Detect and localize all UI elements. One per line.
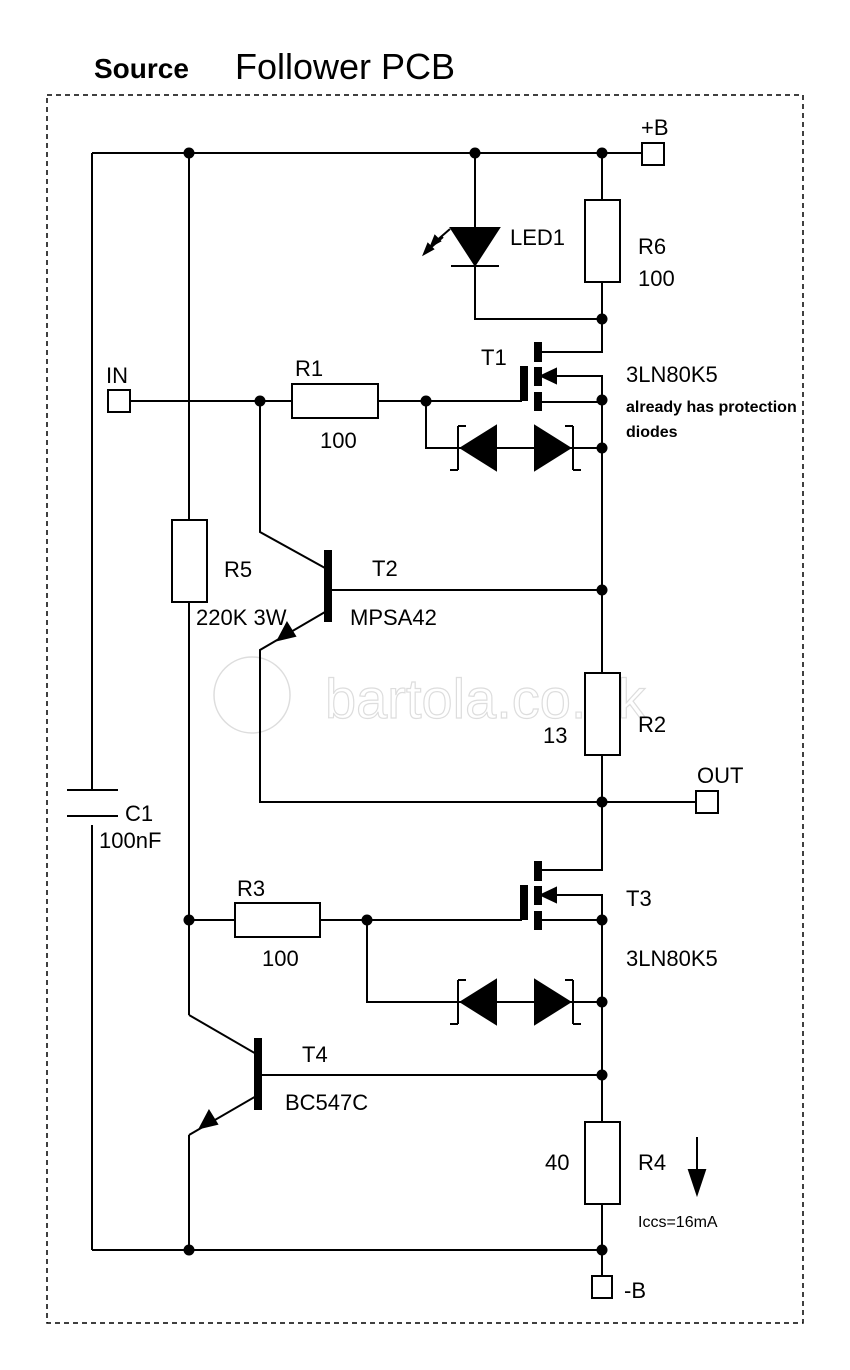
minus-b-terminal [591,1275,613,1299]
in-terminal [107,389,131,413]
led1-label: LED1 [510,225,565,250]
t3-mosfet [520,861,557,930]
c1-value: 100nF [99,828,161,853]
t4-part: BC547C [285,1090,368,1115]
junction-dots [183,147,608,1256]
current-note: Iccs=16mA [638,1214,718,1231]
c1-capacitor [67,789,118,817]
r2-resistor [584,672,621,756]
t1-note-line2: diodes [626,424,678,441]
r5-label: R5 [224,557,252,582]
t1-note-line1: already has protection [626,399,797,416]
out-terminal [695,790,719,814]
current-arrow-icon [687,1169,707,1198]
t1-protection-diodes [450,424,581,472]
r6-resistor [584,199,621,283]
r1-resistor [291,383,379,419]
r2-value: 13 [543,723,567,748]
watermark: bartola.co.uk [213,656,647,734]
r3-resistor [234,902,321,938]
r2-label: R2 [638,712,666,737]
r4-resistor [584,1121,621,1205]
minus-b-label: -B [624,1278,646,1303]
title-prefix: Source [94,53,189,84]
c1-label: C1 [125,801,153,826]
out-label: OUT [697,763,743,788]
t3-label: T3 [626,886,652,911]
t2-label: T2 [372,556,398,581]
in-label: IN [106,363,128,388]
r6-label: R6 [638,234,666,259]
r5-resistor [171,519,208,603]
led1-symbol [422,227,501,267]
t1-mosfet [520,342,557,411]
plus-b-label: +B [641,115,669,140]
page-title: Follower PCB [235,46,455,87]
t1-label: T1 [481,345,507,370]
t1-part: 3LN80K5 [626,362,718,387]
t2-part: MPSA42 [350,605,437,630]
r3-value: 100 [262,946,299,971]
r1-label: R1 [295,356,323,381]
r6-value: 100 [638,266,675,291]
t4-transistor [198,1038,262,1130]
r1-value: 100 [320,428,357,453]
t3-part: 3LN80K5 [626,946,718,971]
wires [91,152,698,1276]
pcb-border [46,94,804,1324]
t3-protection-diodes [450,978,581,1026]
r4-value: 40 [545,1150,569,1175]
t4-label: T4 [302,1042,328,1067]
t2-transistor [276,550,332,642]
plus-b-terminal [641,142,665,166]
r4-label: R4 [638,1150,666,1175]
r3-label: R3 [237,876,265,901]
r5-value: 220K 3W [196,605,287,630]
